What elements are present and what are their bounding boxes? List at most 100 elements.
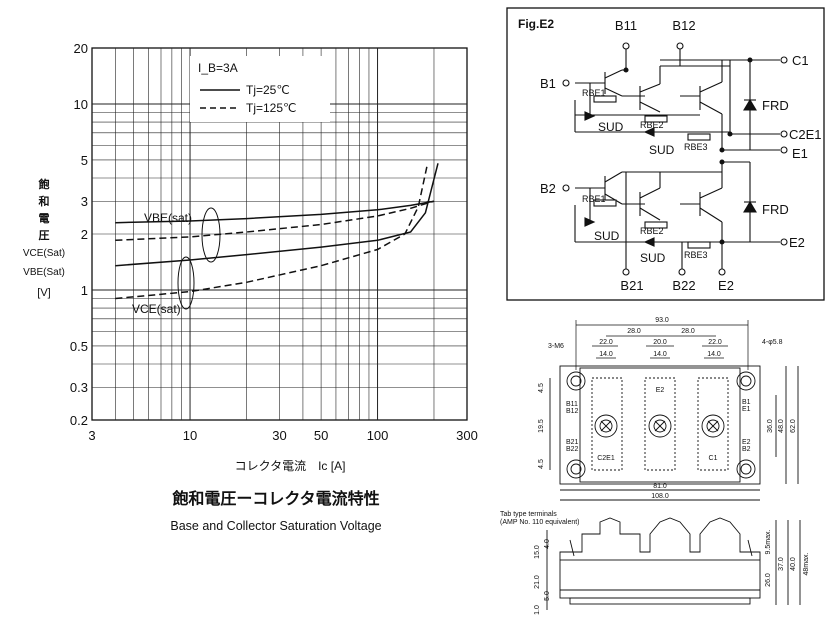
ylabel-line-4: 圧 [39, 229, 50, 242]
caption-english: Base and Collector Saturation Voltage [170, 519, 381, 533]
pin-b1: B1 [742, 399, 751, 406]
y-tick-label: 5 [81, 153, 88, 168]
legend-box [190, 56, 330, 122]
terminal-b21: B21 [620, 278, 643, 293]
y-axis-label: 飽 和 電 圧 VCE(Sat) VBE(Sat) [V] [23, 177, 65, 299]
dim-h-40: 40.0 [790, 557, 797, 571]
dim-h-1: 1.0 [534, 605, 541, 615]
circuit-upper-darlington [562, 42, 788, 154]
pin-b2: B2 [742, 446, 751, 453]
terminal-e2-bottom: E2 [718, 278, 734, 293]
term-e2: E2 [656, 387, 665, 394]
label-rbe1-top: RBE1 [582, 88, 606, 98]
dim-pitch-2: 28.0 [681, 328, 695, 335]
term-c2e1: C2E1 [597, 455, 615, 462]
pin-e2: E2 [742, 439, 751, 446]
label-rbe1-bot: RBE1 [582, 194, 606, 204]
dim-right-c: 62.0 [790, 419, 797, 433]
series-line-vce_25 [115, 163, 439, 267]
terminal-b12: B12 [672, 18, 695, 33]
circuit-title: Fig.E2 [518, 17, 554, 31]
module-top-view [549, 365, 799, 501]
label-frd-top: FRD [762, 98, 789, 113]
x-tick-label: 10 [183, 428, 197, 443]
label-rbe3-bot: RBE3 [684, 250, 708, 260]
label-sud-bot-a: SUD [594, 229, 620, 243]
label-hole: 4-φ5.8 [762, 339, 783, 346]
y-tick-label: 2 [81, 227, 88, 242]
dim-left-top: 4.5 [538, 383, 545, 393]
pin-b21: B21 [566, 439, 579, 446]
dim-h-37: 37.0 [778, 557, 785, 571]
y-tick-label: 0.2 [70, 413, 88, 428]
legend-condition: I_B=3A [198, 61, 238, 75]
dim-width-outer: 108.0 [651, 493, 669, 500]
y-tick-label: 0.3 [70, 380, 88, 395]
annotation-vce-ellipse [177, 256, 195, 310]
term-c1: C1 [709, 455, 718, 462]
ylabel-line-5: VCE(Sat) [23, 248, 65, 259]
label-frd-bot: FRD [762, 202, 789, 217]
x-tick-label: 30 [272, 428, 286, 443]
terminal-c2e1: C2E1 [789, 127, 822, 142]
terminal-b11: B11 [615, 18, 637, 33]
plot-grid [92, 48, 467, 420]
ylabel-line-2: 和 [39, 194, 50, 208]
terminal-e2-right: E2 [789, 235, 805, 250]
tab-note-2: (AMP No. 110 equivalent) [500, 519, 580, 526]
caption-japanese: 飽和電圧ーコレクタ電流特性 [171, 489, 379, 508]
x-tick-label: 3 [88, 428, 95, 443]
dim-overall: 93.0 [655, 317, 669, 324]
terminal-b2: B2 [540, 181, 556, 196]
ylabel-line-7: [V] [37, 287, 50, 299]
dim-h-9-5: 9.5max. [765, 529, 772, 554]
annotation-vbe-sat: VBE(sat) [144, 211, 192, 225]
dim-pad-a: 22.0 [599, 339, 613, 346]
dim-pitch-1: 28.0 [627, 328, 641, 335]
dim-h-26: 26.0 [765, 573, 772, 587]
circuit-frame [506, 7, 825, 301]
dim-pad-w2: 14.0 [653, 351, 667, 358]
dim-width-inner: 81.0 [653, 483, 667, 490]
terminal-e1: E1 [792, 146, 808, 161]
terminal-b1: B1 [540, 76, 556, 91]
ylabel-line-3: 電 [39, 212, 50, 225]
y-tick-label: 3 [81, 194, 88, 209]
dim-right-a: 36.0 [767, 419, 774, 433]
mechanical-outline-drawing: 93.0 28.0 28.0 22.0 20.0 22.0 14.0 14.0 … [500, 317, 810, 615]
dim-pad-w1: 14.0 [599, 351, 613, 358]
pin-b12: B12 [566, 408, 579, 415]
module-side-view [546, 517, 801, 610]
circuit-lower-darlington [562, 159, 788, 276]
series-line-vbe_125 [115, 200, 435, 242]
annotation-vbe-ellipse [201, 207, 221, 263]
dim-h-48: 48max. [803, 552, 810, 575]
label-sud-top-b: SUD [649, 143, 675, 157]
x-tick-label: 50 [314, 428, 328, 443]
y-tick-label: 10 [74, 97, 88, 112]
dim-h-5: 5.0 [544, 591, 551, 601]
label-screw: 3-M6 [548, 343, 564, 350]
dim-pad-b: 20.0 [653, 339, 667, 346]
dim-left-mid: 19.5 [538, 419, 545, 433]
terminal-c1: C1 [792, 53, 809, 68]
ylabel-line-1: 飽 [38, 177, 50, 191]
legend-entry-125c: Tj=125℃ [246, 101, 297, 115]
x-axis-label: コレクタ電流 Ic [A] [235, 459, 346, 473]
y-tick-label: 1 [81, 283, 88, 298]
dim-right-b: 48.0 [778, 419, 785, 433]
pin-b11: B11 [566, 401, 578, 408]
legend-entry-25c: Tj=25℃ [246, 83, 290, 97]
label-rbe3-top: RBE3 [684, 142, 708, 152]
terminal-b22: B22 [672, 278, 695, 293]
curve-annotations: VBE(sat) VCE(sat) [132, 207, 221, 316]
series-line-vbe_25 [115, 200, 435, 224]
dim-h-15: 15.0 [534, 545, 541, 559]
x-tick-label: 300 [456, 428, 478, 443]
pin-e1: E1 [742, 406, 751, 413]
dim-h-4: 4.0 [544, 539, 551, 549]
label-rbe2-bot: RBE2 [640, 226, 664, 236]
